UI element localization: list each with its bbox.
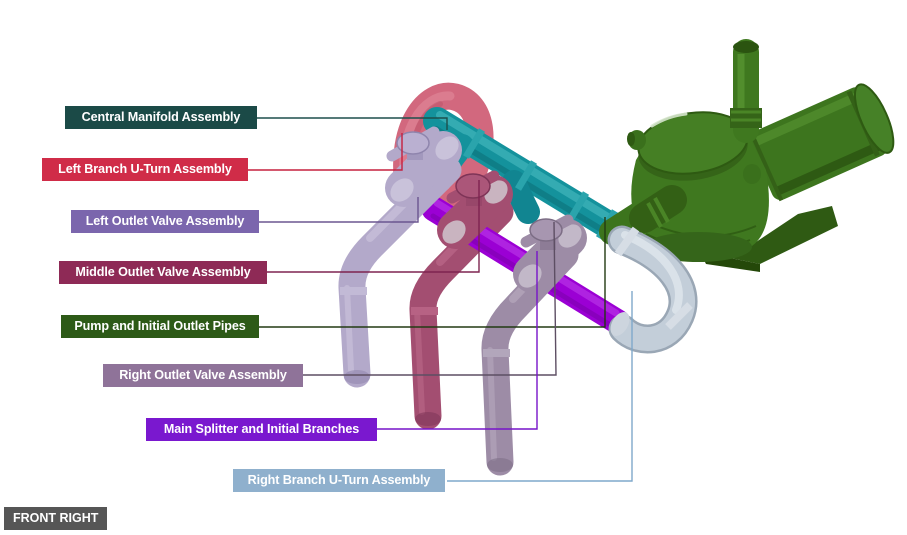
- annotation-label: Right Branch U-Turn Assembly: [247, 473, 431, 487]
- annotation-label: Left Outlet Valve Assembly: [85, 214, 245, 228]
- annotation-right-branch-uturn: Right Branch U-Turn Assembly: [233, 469, 445, 492]
- right-outlet-valve[interactable]: [481, 214, 587, 476]
- annotation-left-outlet-valve: Left Outlet Valve Assembly: [71, 210, 259, 233]
- annotation-label: Central Manifold Assembly: [81, 110, 241, 124]
- middle-outlet-valve[interactable]: [437, 170, 513, 249]
- annotation-left-branch-uturn: Left Branch U-Turn Assembly: [42, 158, 248, 181]
- annotation-label: Main Splitter and Initial Branches: [163, 422, 360, 436]
- annotation-pump-initial-outlet: Pump and Initial Outlet Pipes: [61, 315, 259, 338]
- right-branch-uturn-pipe[interactable]: [607, 225, 698, 354]
- annotation-label: Right Outlet Valve Assembly: [119, 368, 287, 382]
- annotation-label: Pump and Initial Outlet Pipes: [74, 319, 246, 333]
- annotation-main-splitter: Main Splitter and Initial Branches: [146, 418, 377, 441]
- left-outlet-valve[interactable]: [338, 126, 463, 388]
- view-orientation-text: FRONT RIGHT: [13, 511, 99, 525]
- view-orientation-badge[interactable]: FRONT RIGHT: [4, 507, 108, 530]
- pump-body[interactable]: [599, 39, 901, 272]
- annotation-leader-lines: [247, 117, 633, 482]
- annotation-middle-outlet-valve: Middle Outlet Valve Assembly: [59, 261, 267, 284]
- annotation-label: Middle Outlet Valve Assembly: [75, 265, 251, 279]
- annotation-label: Left Branch U-Turn Assembly: [58, 162, 232, 176]
- annotation-right-outlet-valve: Right Outlet Valve Assembly: [103, 364, 303, 387]
- annotation-central-manifold: Central Manifold Assembly: [65, 106, 257, 129]
